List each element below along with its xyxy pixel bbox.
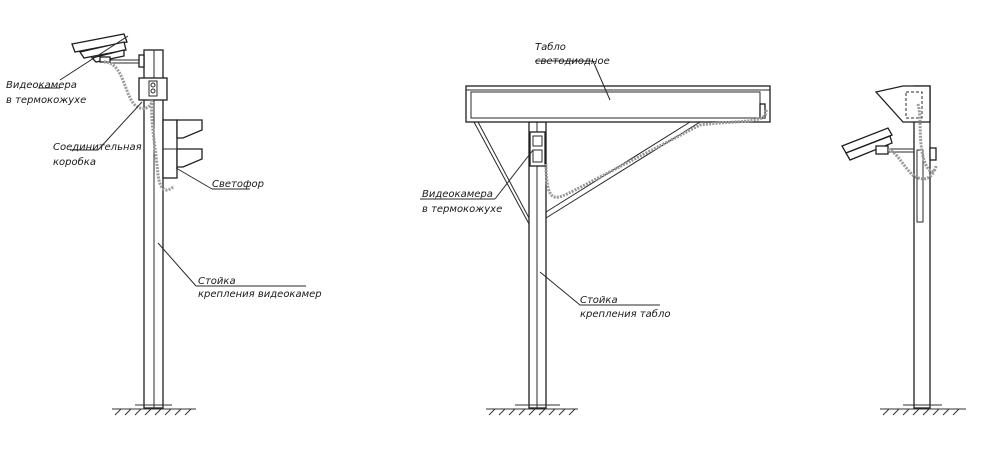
camera-housing-left: [71, 33, 145, 68]
junction-box-label: Соединительная коробка: [53, 142, 145, 168]
board-label: Табло светодиодное: [535, 41, 610, 67]
middle-view: Табло светодиодное Видеокамера в термоко…: [420, 41, 771, 416]
right-view: [841, 85, 966, 416]
junction-box: [138, 77, 168, 101]
led-board: [465, 85, 771, 123]
camera-label-left: Видеокамера в термокожухе: [6, 80, 86, 106]
traffic-light: [162, 119, 203, 179]
left-view: Видеокамера в термокожухе Соединительная…: [6, 33, 322, 416]
cable-right: [887, 103, 938, 181]
board-side-view: [874, 85, 931, 123]
cable-middle: [544, 109, 768, 199]
camera-middle: [529, 131, 546, 167]
cable-left: [103, 60, 176, 192]
post-label-middle: Стойка крепления табло: [580, 295, 670, 320]
ground-middle: [486, 404, 578, 416]
post-label-left: Стойка крепления видеокамер: [198, 276, 322, 300]
ground-left: [112, 404, 196, 416]
camera-label-middle: Видеокамера в термокожухе: [422, 189, 502, 215]
support-brace: [473, 121, 701, 225]
ground-right: [880, 404, 966, 416]
traffic-light-label: Светофор: [212, 179, 264, 190]
side-post: [913, 85, 931, 409]
